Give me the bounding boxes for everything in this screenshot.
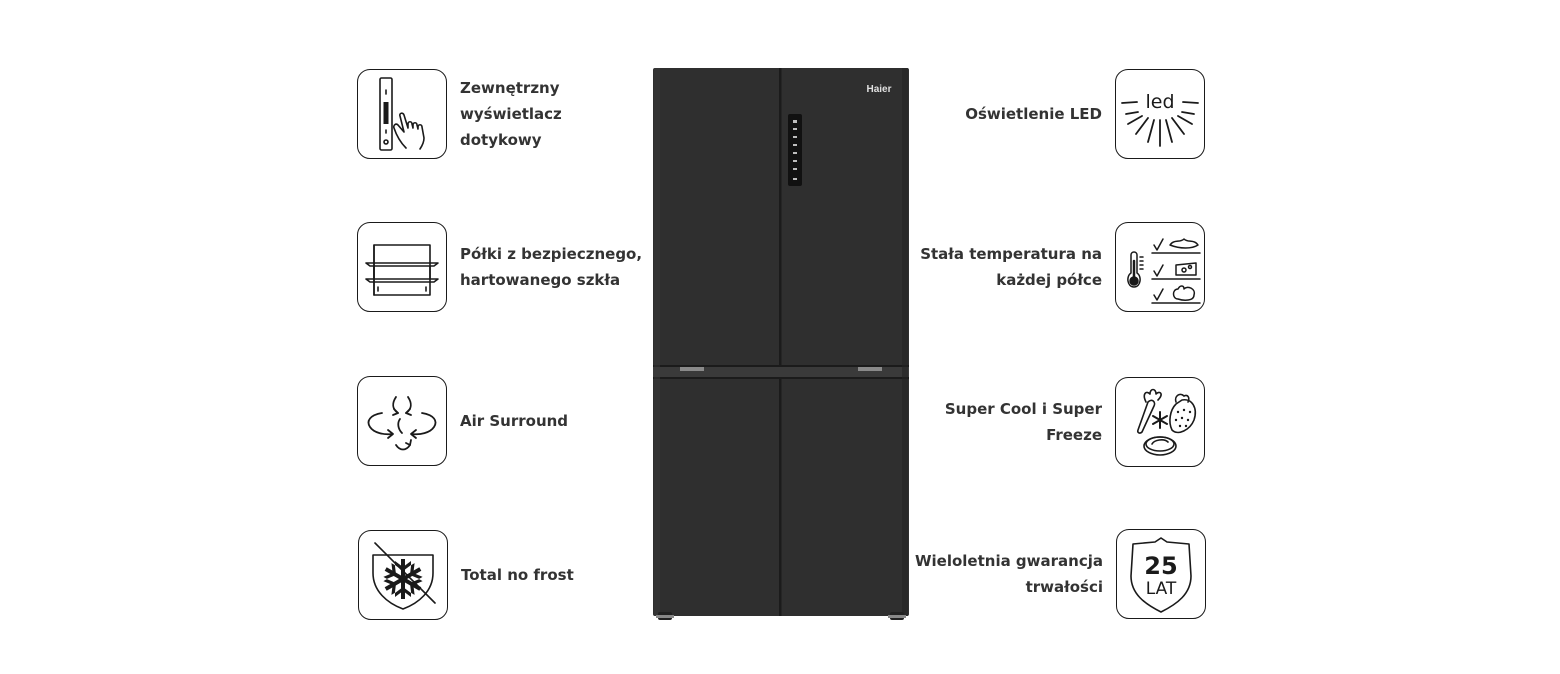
feature-label-line: wyświetlacz xyxy=(460,105,562,123)
feature-label-line: dotykowy xyxy=(460,131,542,149)
door-gap-horizontal xyxy=(653,365,909,379)
door-gap-vertical xyxy=(779,68,782,616)
feature-label: Półki z bezpiecznego, hartowanego szkła xyxy=(460,241,642,293)
brand-logo: Haier xyxy=(866,84,891,95)
feature-label-line: Total no frost xyxy=(461,566,574,584)
feature-label: Wieloletnia gwarancja trwałości xyxy=(915,548,1103,600)
feature-stable-temperature: Stała temperatura na każdej półce xyxy=(920,222,1205,312)
refrigerator-image: Haier xyxy=(653,68,909,620)
feature-label: Air Surround xyxy=(460,408,568,434)
feature-label: Total no frost xyxy=(461,562,574,588)
feature-label-line: każdej półce xyxy=(996,271,1102,289)
feature-label-line: Stała temperatura na xyxy=(920,245,1102,263)
feature-led-lighting: led Oświetlenie LED xyxy=(965,69,1205,159)
feature-label-line: hartowanego szkła xyxy=(460,271,621,289)
led-light-icon: led xyxy=(1115,69,1205,159)
feature-no-frost: Total no frost xyxy=(358,530,574,620)
feature-label: Super Cool i Super Freeze xyxy=(945,396,1102,448)
feature-label: Zewnętrzny wyświetlacz dotykowy xyxy=(460,75,562,153)
no-frost-icon xyxy=(358,530,448,620)
feature-label: Stała temperatura na każdej półce xyxy=(920,241,1102,293)
feature-label-line: Freeze xyxy=(1046,426,1102,444)
feature-touch-display: Zewnętrzny wyświetlacz dotykowy xyxy=(357,69,562,159)
feature-super-cool-freeze: Super Cool i Super Freeze xyxy=(945,377,1205,467)
stable-temperature-icon xyxy=(1115,222,1205,312)
touch-display-panel xyxy=(788,114,802,186)
feature-label-line: Zewnętrzny xyxy=(460,79,560,97)
feature-label-line: Oświetlenie LED xyxy=(965,105,1102,123)
warranty-years-text: 25 xyxy=(1144,552,1177,580)
feature-air-surround: Air Surround xyxy=(357,376,568,466)
touch-display-icon xyxy=(357,69,447,159)
glass-shelves-icon xyxy=(357,222,447,312)
feature-label-line: Wieloletnia gwarancja xyxy=(914,552,1103,570)
feature-glass-shelves: Półki z bezpiecznego, hartowanego szkła xyxy=(357,222,642,312)
air-surround-icon xyxy=(357,376,447,466)
warranty-shield-icon: 25 LAT xyxy=(1116,529,1206,619)
feature-label-line: Półki z bezpiecznego, xyxy=(460,245,643,263)
feature-label-line: Air Surround xyxy=(460,412,569,430)
led-icon-text: led xyxy=(1145,91,1174,113)
feature-label-line: Super Cool i Super xyxy=(944,400,1102,418)
super-cool-freeze-icon xyxy=(1115,377,1205,467)
feature-long-warranty: 25 LAT Wieloletnia gwarancja trwałości xyxy=(915,529,1206,619)
warranty-unit-text: LAT xyxy=(1146,579,1177,599)
feature-label: Oświetlenie LED xyxy=(965,101,1102,127)
feature-label-line: trwałości xyxy=(1025,578,1103,596)
